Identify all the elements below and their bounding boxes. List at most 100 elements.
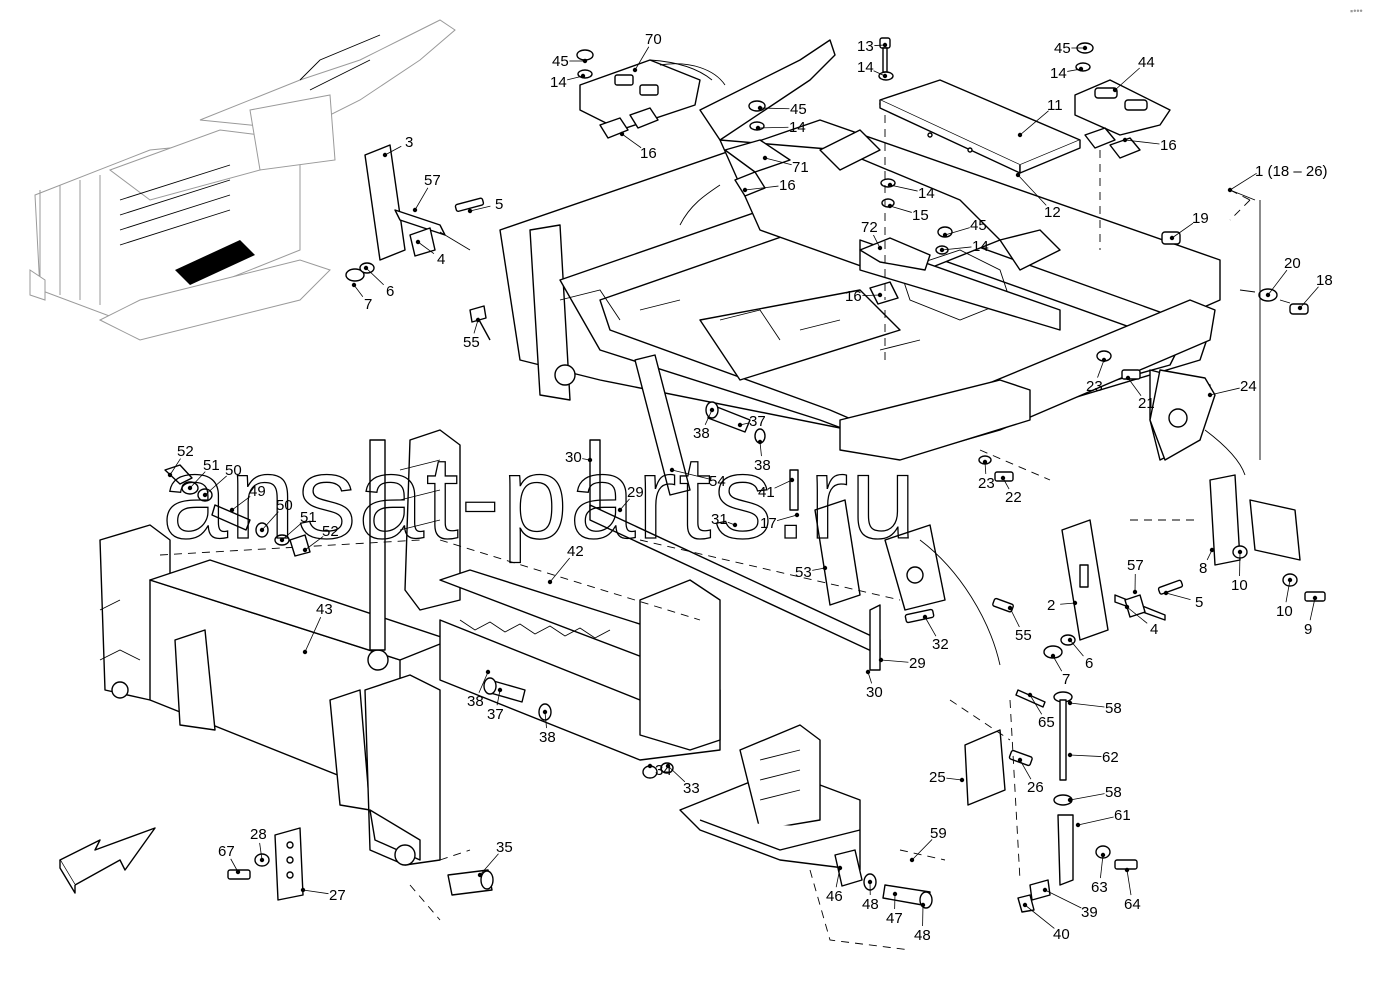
callout-c16b: 16 [1122,137,1177,154]
leader-line [479,853,499,876]
callout-c37b: 37 [487,687,504,723]
callout-c72: 72 [861,219,883,251]
leader-line [204,475,227,496]
callout-c10b: 10 [1276,577,1293,620]
callout-c5b: 5 [1163,590,1203,611]
part-number-label: 71 [792,159,809,176]
part-number-label: 23 [1086,378,1103,395]
leader-dot [485,669,491,675]
leader-dot [789,477,795,483]
leader-line [1052,655,1063,672]
leader-dot [1082,45,1088,51]
callout-c54: 54 [669,467,726,490]
leader-dot [619,131,625,137]
part-number-label: 4 [1150,621,1158,638]
part-number-label: 29 [627,484,644,501]
leader-line [1067,68,1082,72]
leader-dot [732,522,738,528]
callout-c65: 65 [1027,692,1055,731]
callout-c38b: 38 [754,439,771,474]
leader-dot [909,857,915,863]
part-number-label: 58 [1105,700,1122,717]
leader-line [1114,67,1140,91]
part-number-label: 38 [693,425,710,442]
part-number-label: 14 [789,119,806,136]
leader-dot [1227,187,1233,193]
machine-overview-illustration [29,19,456,341]
leader-dot [302,547,308,553]
leader-dot [412,207,418,213]
part-number-label: 53 [795,564,812,581]
leader-dot [665,763,671,769]
main-frame-assembly [499,39,1221,461]
callout-c26: 26 [1017,757,1044,796]
callout-c2: 2 [1047,597,1078,614]
callout-c45c: 45 [757,101,807,118]
leader-line [1060,602,1076,605]
part-number-label: 58 [1105,784,1122,801]
leader-dot [755,125,761,131]
part-number-label: 45 [552,53,569,70]
part-number-label: 55 [1015,627,1032,644]
callout-c6a: 6 [363,265,394,300]
leader-dot [1067,637,1073,643]
callout-c11: 11 [1017,97,1063,138]
part-number-label: 48 [914,927,931,944]
leader-dot [757,105,763,111]
callout-c51a: 51 [187,457,220,491]
leader-dot [497,687,503,693]
callout-c16c: 16 [742,177,796,194]
leader-line [873,234,881,249]
leader-line [469,205,491,212]
part-number-label: 16 [1160,137,1177,154]
leader-line [862,294,881,297]
leader-dot [1067,700,1073,706]
leader-dot [1265,292,1271,298]
leader-dot [167,472,173,478]
leader-dot [837,865,843,871]
leader-line [304,536,324,551]
leader-dot [709,407,715,413]
callout-c16d: 16 [845,288,883,305]
part-number-label: 19 [1192,210,1209,227]
leader-line [261,511,279,531]
callout-c45b: 45 [1054,40,1088,57]
part-number-label: 45 [1054,40,1071,57]
callout-c27: 27 [300,887,346,904]
callout-c63: 63 [1091,852,1108,896]
part-number-label: 61 [1114,807,1131,824]
lower-subframe [679,724,861,871]
leader-dot [1132,589,1138,595]
leader-dot [1078,66,1084,72]
callout-c38a: 38 [693,407,715,442]
leader-dot [1027,692,1033,698]
callout-c7b: 7 [1050,653,1070,688]
part-number-label: 29 [909,655,926,672]
leader-line [567,75,584,81]
leader-dot [1101,357,1107,363]
callout-c50b: 50 [259,497,293,533]
leader-line [667,765,686,783]
callout-c29b: 29 [878,655,926,672]
leader-dot [302,649,308,655]
leader-line [1285,579,1291,603]
callout-c50a: 50 [202,462,242,498]
part-number-label: 38 [754,457,771,474]
part-number-label: 27 [329,887,346,904]
leader-line [1069,702,1105,708]
callout-c25: 25 [929,769,965,786]
callout-c61: 61 [1075,807,1131,828]
leader-line [259,842,263,861]
leader-dot [1017,757,1023,763]
leader-dot [279,537,285,543]
part-number-label: 32 [932,636,949,653]
part-number-label: 16 [845,288,862,305]
leader-dot [1169,235,1175,241]
leader-line [1019,110,1049,136]
callout-c17: 17 [760,512,800,532]
callout-c55b: 55 [1007,605,1032,644]
part-number-label: 4 [437,251,445,268]
leader-line [671,469,709,480]
callout-c28: 28 [250,826,267,863]
callout-c30a: 30 [565,449,593,466]
